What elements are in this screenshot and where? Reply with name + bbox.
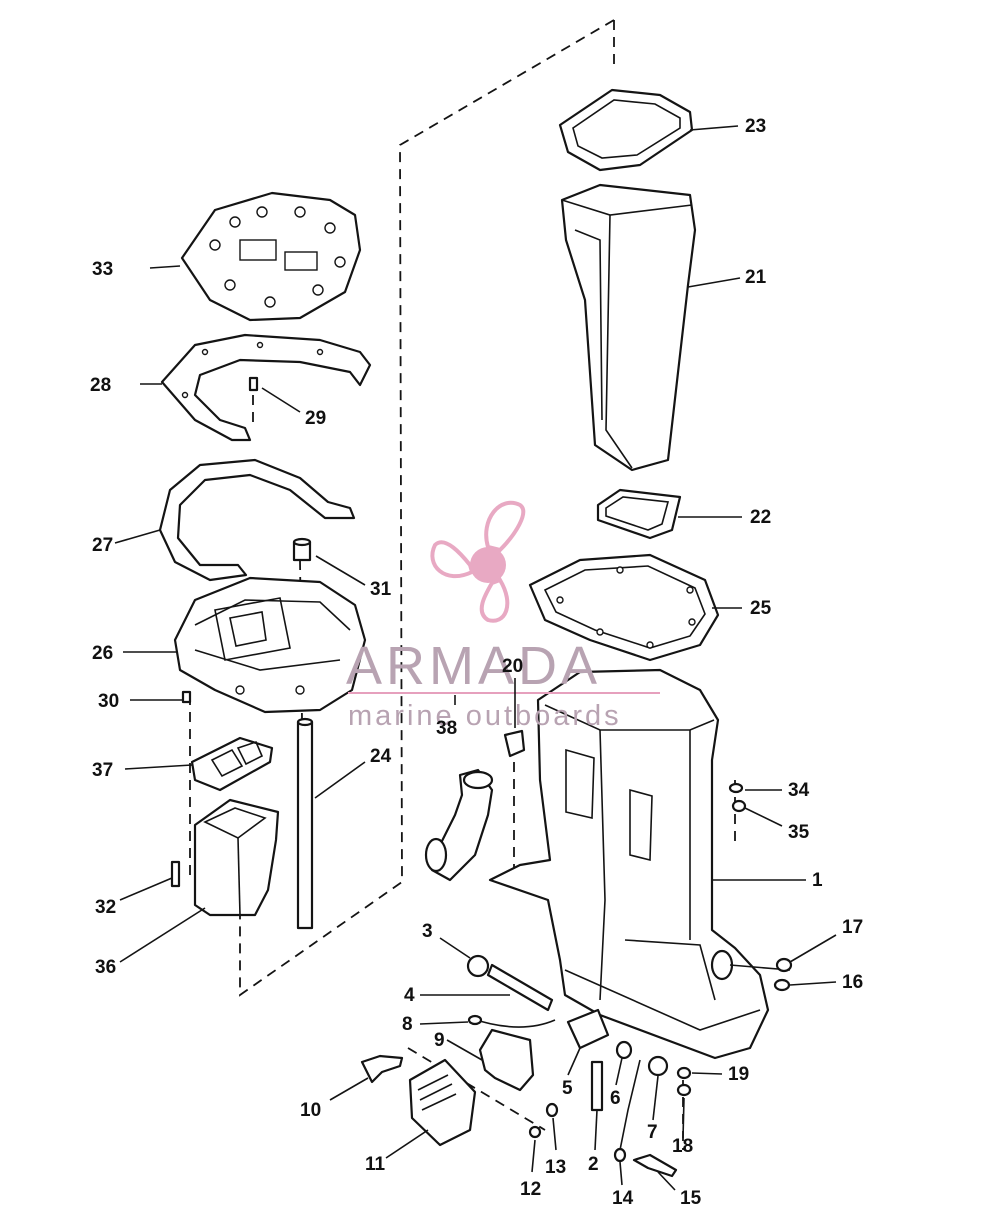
callout-4: 4 [404,985,415,1006]
callout-20: 20 [502,656,523,677]
callout-8: 8 [402,1014,413,1035]
part-3-nut [466,954,490,978]
callout-37: 37 [92,760,113,781]
callout-1: 1 [812,870,823,891]
callout-9: 9 [434,1030,445,1051]
callout-13: 13 [545,1157,566,1178]
watermark-brand: ARMADA [346,636,601,696]
callout-7: 7 [647,1122,658,1143]
callout-32: 32 [95,897,116,918]
callout-34: 34 [788,780,810,801]
callout-35: 35 [788,822,810,843]
callout-6: 6 [610,1088,621,1109]
callout-19: 19 [728,1064,749,1085]
watermark-tagline: marine outboards [348,700,622,732]
callout-21: 21 [745,267,767,288]
callout-25: 25 [750,598,772,619]
leader-lines [114,125,837,1191]
callout-22: 22 [750,507,771,528]
part-13-nut [545,1102,559,1118]
part-2-stud [590,1060,604,1112]
part-34-washer [728,782,744,794]
watermark: ARMADA marine outboards [346,500,660,732]
part-6-washer [615,1040,633,1060]
part-21-exhaust-tube [560,183,697,472]
part-31-sleeve [292,537,312,562]
part-18-washer [676,1083,692,1097]
part-10-bolt [360,1054,404,1084]
callout-10: 10 [300,1100,321,1121]
callout-24: 24 [370,746,392,767]
callout-30: 30 [98,691,119,712]
part-28-gasket [160,333,372,442]
part-27-seal [158,458,356,582]
callout-18: 18 [672,1136,693,1157]
callout-14: 14 [612,1188,634,1209]
part-19-nut [676,1066,692,1080]
part-37-gasket [190,736,274,792]
part-7-nut [647,1055,669,1077]
callout-16: 16 [842,972,863,993]
callout-5: 5 [562,1078,573,1099]
callout-15: 15 [680,1188,702,1209]
part-25-gasket [528,553,720,662]
part-29-screw [248,376,259,392]
callout-17: 17 [842,917,863,938]
callout-labels: 23 21 22 25 20 38 34 35 1 17 16 3 4 8 9 … [90,116,863,1209]
callout-28: 28 [90,375,111,396]
callout-27: 27 [92,535,113,556]
propeller-icon [430,500,526,623]
callout-12: 12 [520,1179,541,1200]
part-12-screw [528,1125,542,1139]
part-11-cover [408,1058,477,1147]
callout-33: 33 [92,259,113,280]
part-20-plug [503,729,526,758]
part-33-gasket [180,191,362,322]
part-22-seal [596,488,682,540]
part-35-nut [731,799,747,813]
callout-38: 38 [436,718,457,739]
part-16-washer [773,978,791,992]
part-32-screw [170,860,181,888]
part-4-bolt [486,963,554,1012]
callout-11: 11 [365,1154,386,1175]
part-17-nut [775,957,793,973]
part-26-adapter-plate [173,576,367,714]
callout-29: 29 [305,408,326,429]
callout-23: 23 [745,116,766,137]
part-23-gasket [558,88,694,172]
part-36-exhaust-block [193,798,280,917]
callout-31: 31 [370,579,392,600]
part-38-exhaust-elbow [424,768,494,882]
part-8-ground-strap [467,1014,556,1028]
part-5-bushing [566,1008,610,1050]
part-9-bracket [478,1028,535,1092]
callout-3: 3 [422,921,433,942]
callout-36: 36 [95,957,116,978]
callout-26: 26 [92,643,113,664]
part-14-strap [613,1059,641,1163]
part-24-water-tube [296,717,314,930]
part-30-screw [181,690,192,704]
callout-2: 2 [588,1154,599,1175]
part-15-bolt [632,1153,678,1178]
part-1-driveshaft-housing [488,668,791,1060]
